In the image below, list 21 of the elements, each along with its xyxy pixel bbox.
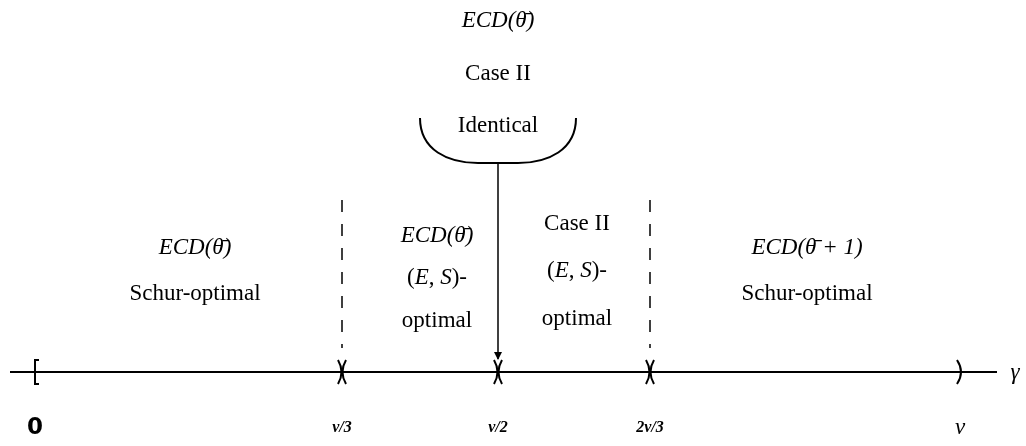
region-label: Schur-optimal <box>741 280 873 306</box>
tick-label: v <box>954 414 966 440</box>
region-label: (E, S)- <box>406 264 468 290</box>
region-label: Schur-optimal <box>129 280 261 306</box>
callout-text: ECD(θ̄) <box>461 7 535 33</box>
callout-text: Identical <box>457 112 539 138</box>
region-label: optimal <box>401 307 473 333</box>
arrow <box>494 163 502 360</box>
interval-endpoint-mark <box>490 359 506 385</box>
tick-label: 0 <box>27 414 43 440</box>
region-label: ECD(θ̄ + 1) <box>751 234 863 260</box>
tick-label: v/2 <box>488 418 508 436</box>
region-label: Case II <box>544 210 610 236</box>
tick-label: v/3 <box>332 418 352 436</box>
region-label: ECD(θ̄) <box>400 222 474 248</box>
axis-variable-label: γ <box>1010 359 1020 385</box>
region-label: (E, S)- <box>546 257 608 283</box>
region-label: optimal <box>541 305 613 331</box>
callout-text: Case II <box>465 60 531 86</box>
tick-label: 2v/3 <box>636 418 664 436</box>
region-label: ECD(θ̄) <box>158 234 232 260</box>
